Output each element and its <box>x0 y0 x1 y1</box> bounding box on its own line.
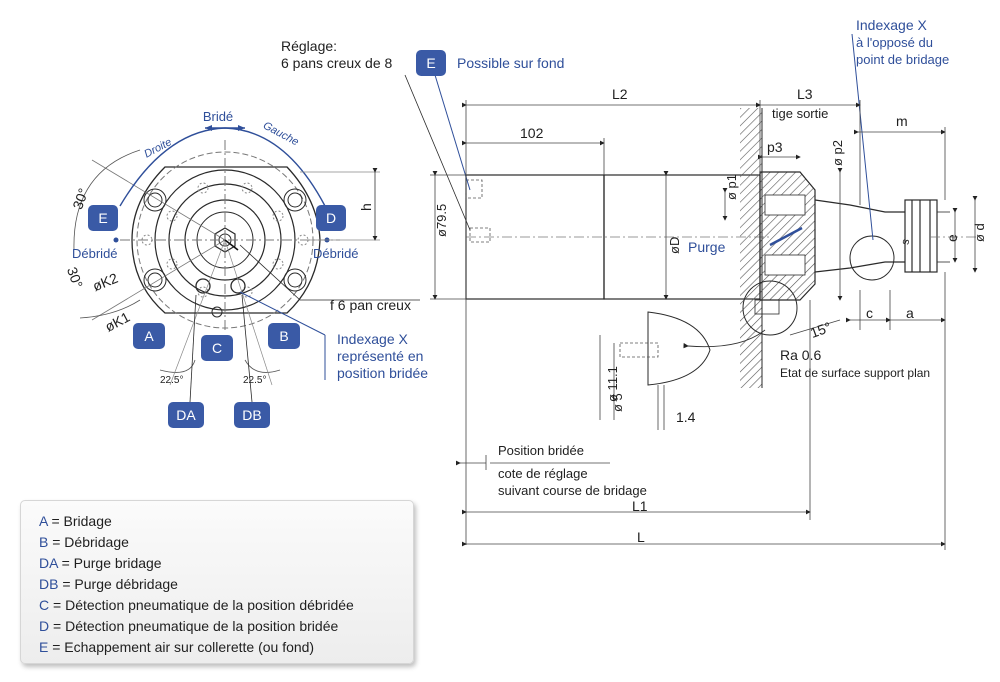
dim-d: ø d <box>972 223 987 242</box>
mounting-holes <box>143 188 307 292</box>
badge-da: DA <box>168 402 204 428</box>
front-view <box>73 125 420 403</box>
tige-sortie: tige sortie <box>772 106 828 121</box>
indexage-title: Indexage X <box>337 331 408 347</box>
svg-text:E: E <box>98 210 107 226</box>
dim-c: c <box>866 305 873 321</box>
legend-item: B = Débridage <box>39 534 129 550</box>
possible-sur-fond: Possible sur fond <box>457 55 564 71</box>
dim-m: m <box>896 113 908 129</box>
indexage-line2: représenté en <box>337 348 423 364</box>
legend-item: A = Bridage <box>39 513 112 529</box>
dim-5: ø 5 <box>610 393 625 412</box>
dim-h: h <box>358 203 374 211</box>
svg-text:C: C <box>212 340 222 356</box>
dim-11-1: ø 11.1 <box>605 366 620 402</box>
side-view-labels: Réglage: 6 pans creux de 8 Possible sur … <box>281 17 987 545</box>
badge-db: DB <box>234 402 270 428</box>
badge-e-top: E <box>416 50 446 76</box>
indexage-right-2: à l'opposé du <box>856 35 933 50</box>
dim-l2: L2 <box>612 86 628 102</box>
dim-dD: øD <box>667 237 682 254</box>
badges: E D A C B DA DB E <box>88 50 446 428</box>
clamp-head <box>904 199 938 273</box>
dim-l1: L1 <box>632 498 648 514</box>
badge-a: A <box>133 323 165 349</box>
legend-item: C = Détection pneumatique de la position… <box>39 597 354 613</box>
indexage-right-3: point de bridage <box>856 52 949 67</box>
angle-da: 22.5° <box>160 375 183 386</box>
svg-text:D: D <box>326 210 336 226</box>
svg-text:B: B <box>279 328 288 344</box>
svg-text:DA: DA <box>176 407 196 423</box>
dim-p2: ø p2 <box>830 140 845 166</box>
dim-k1: øK1 <box>102 309 132 335</box>
angle-15: 15° <box>808 319 833 341</box>
angle-top: 30° <box>69 186 91 211</box>
badge-d: D <box>316 205 346 231</box>
cote-reglage-1: cote de réglage <box>498 466 588 481</box>
dim-k2: øK2 <box>90 270 120 295</box>
dim-79-5: ø79.5 <box>434 204 449 237</box>
position-bridee: Position bridée <box>498 443 584 458</box>
cote-reglage-2: suivant course de bridage <box>498 483 647 498</box>
dim-102: 102 <box>520 125 544 141</box>
detail-circle-x <box>849 235 895 281</box>
dim-1-4: 1.4 <box>676 409 696 425</box>
etat-surface: Etat de surface support plan <box>780 366 930 380</box>
angle-db: 22.5° <box>243 375 266 386</box>
indexage-right-1: Indexage X <box>856 17 927 33</box>
label-debride-right: Débridé <box>313 246 359 261</box>
legend-item: DB = Purge débridage <box>39 576 178 592</box>
svg-text:DB: DB <box>242 407 261 423</box>
badge-c: C <box>201 335 233 361</box>
indexage-line3: position bridée <box>337 365 428 381</box>
angle-bottom: 30° <box>64 265 86 290</box>
purge-label: Purge <box>688 239 726 255</box>
dim-l: L <box>637 529 645 545</box>
ra-label: Ra 0.6 <box>780 347 821 363</box>
port-da <box>195 278 211 294</box>
side-view <box>404 33 980 550</box>
label-bride: Bridé <box>203 109 233 124</box>
dim-l3: L3 <box>797 86 813 102</box>
flange-outline <box>131 166 321 314</box>
label-f: f 6 pan creux <box>330 297 411 313</box>
reglage-l1: Réglage: <box>281 38 337 54</box>
dim-p1: ø p1 <box>724 174 739 200</box>
legend-item: DA = Purge bridage <box>39 555 162 571</box>
purge-detail <box>647 311 711 386</box>
detail-circle-purge <box>742 280 798 336</box>
badge-b: B <box>268 323 300 349</box>
badge-e-left: E <box>88 205 118 231</box>
reglage-l2: 6 pans creux de 8 <box>281 55 393 71</box>
legend-item: D = Détection pneumatique de la position… <box>39 618 339 634</box>
svg-text:E: E <box>426 55 435 71</box>
dim-s: s <box>899 238 912 246</box>
label-gauche: Gauche <box>261 120 301 149</box>
dim-p3: p3 <box>767 139 783 155</box>
legend-box: A = Bridage B = Débridage DA = Purge bri… <box>20 500 414 664</box>
mounting-wall <box>740 108 762 388</box>
dim-a: a <box>906 305 914 321</box>
svg-text:A: A <box>144 328 154 344</box>
label-debride-left: Débridé <box>72 246 118 261</box>
legend-item: E = Echappement air sur collerette (ou f… <box>39 639 315 655</box>
dim-e: e <box>944 234 960 242</box>
front-view-labels: Bridé Droite Gauche Débridé Débridé 30° … <box>64 109 428 386</box>
